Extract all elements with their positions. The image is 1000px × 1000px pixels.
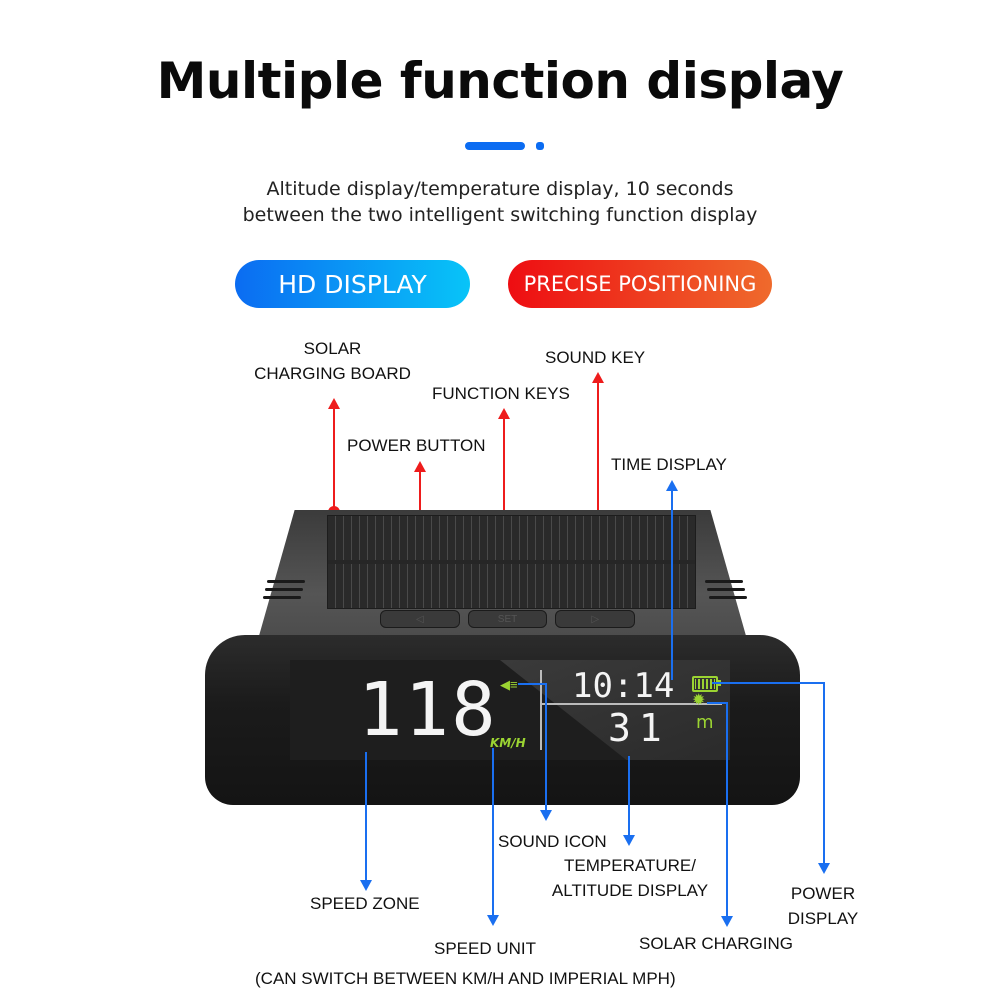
power-display-label-line2: DISPLAY: [787, 909, 859, 928]
solar-line: [333, 408, 335, 513]
hud-device: ◁ SET ▷ 118 KM/H ◀≡ 10:14 31 m ✹: [205, 510, 800, 805]
time-readout: 10:14: [572, 666, 675, 706]
power-display-hline: [712, 682, 824, 684]
sound-icon-arrow: [540, 810, 552, 821]
subtitle-line-2: between the two intelligent switching fu…: [242, 204, 758, 226]
solar-board-label: SOLAR CHARGING BOARD: [240, 336, 425, 386]
sound-key-label: SOUND KEY: [545, 348, 646, 367]
vent-slot: [709, 596, 747, 599]
time-arrow: [666, 480, 678, 491]
altitude-readout: 31: [608, 706, 670, 750]
lcd-screen: 118 KM/H ◀≡ 10:14 31 m ✹: [290, 660, 730, 760]
subtitle: Altitude display/temperature display, 10…: [0, 176, 1000, 228]
solar-arrow: [328, 398, 340, 409]
sound-key-arrow: [592, 372, 604, 383]
speed-unit-line: [492, 748, 494, 916]
title-underline-dot: [536, 142, 544, 150]
vent-slot: [705, 580, 743, 583]
power-display-line: [823, 682, 825, 864]
power-left-key[interactable]: ◁: [380, 610, 460, 628]
solar-board-label-line2: CHARGING BOARD: [254, 364, 411, 383]
temp-altitude-label-line2: ALTITUDE DISPLAY: [551, 881, 709, 900]
time-line: [671, 490, 673, 680]
power-display-arrow: [818, 863, 830, 874]
screen-divider-horizontal: [542, 703, 722, 705]
solar-charging-arrow: [721, 916, 733, 927]
temp-arrow: [623, 835, 635, 846]
function-arrow: [498, 408, 510, 419]
temp-line: [628, 756, 630, 836]
speed-zone-line: [365, 752, 367, 880]
solar-charging-line: [726, 702, 728, 917]
temp-altitude-label-line1: TEMPERATURE/: [564, 856, 696, 875]
speed-unit-note: (CAN SWITCH BETWEEN KM/H AND IMPERIAL MP…: [255, 969, 676, 988]
sound-right-key[interactable]: ▷: [555, 610, 636, 628]
sound-icon-label: SOUND ICON: [498, 832, 607, 851]
speed-zone-arrow: [360, 880, 372, 891]
sound-icon: ◀≡: [500, 677, 518, 692]
function-keys: ◁ SET ▷: [380, 610, 636, 628]
speed-readout: 118: [358, 667, 498, 753]
temp-altitude-label: TEMPERATURE/ ALTITUDE DISPLAY: [540, 853, 720, 903]
speed-unit-readout: KM/H: [490, 736, 526, 750]
vent-slot: [265, 588, 303, 591]
sound-icon-line: [545, 683, 547, 811]
speed-unit-arrow: [487, 915, 499, 926]
altitude-unit: m: [696, 712, 714, 733]
power-display-label: POWER DISPLAY: [778, 881, 868, 931]
sound-key-line: [597, 382, 599, 606]
power-display-label-line1: POWER: [790, 884, 856, 903]
power-button-label: POWER BUTTON: [347, 436, 486, 455]
sun-icon: ✹: [692, 692, 706, 709]
title-underline-dash: [465, 142, 525, 150]
precise-positioning-badge: PRECISE POSITIONING: [508, 260, 772, 308]
vent-slot: [263, 596, 301, 599]
screen-divider-vertical: [540, 670, 542, 750]
solar-panel: [327, 515, 696, 609]
subtitle-line-1: Altitude display/temperature display, 10…: [266, 178, 734, 200]
set-key[interactable]: SET: [467, 610, 548, 628]
vent-slot: [707, 588, 745, 591]
hd-display-badge: HD DISPLAY: [235, 260, 470, 308]
sound-icon-hline: [518, 683, 546, 685]
solar-charging-hline: [707, 702, 727, 704]
solar-board-label-line1: SOLAR: [303, 339, 362, 358]
power-arrow: [414, 461, 426, 472]
solar-charging-label: SOLAR CHARGING: [639, 934, 793, 953]
function-keys-label: FUNCTION KEYS: [432, 384, 570, 403]
speed-zone-label: SPEED ZONE: [310, 894, 420, 913]
vent-slot: [267, 580, 305, 583]
speed-unit-label: SPEED UNIT: [434, 939, 537, 958]
page-title: Multiple function display: [156, 52, 844, 110]
time-display-label: TIME DISPLAY: [611, 455, 727, 474]
